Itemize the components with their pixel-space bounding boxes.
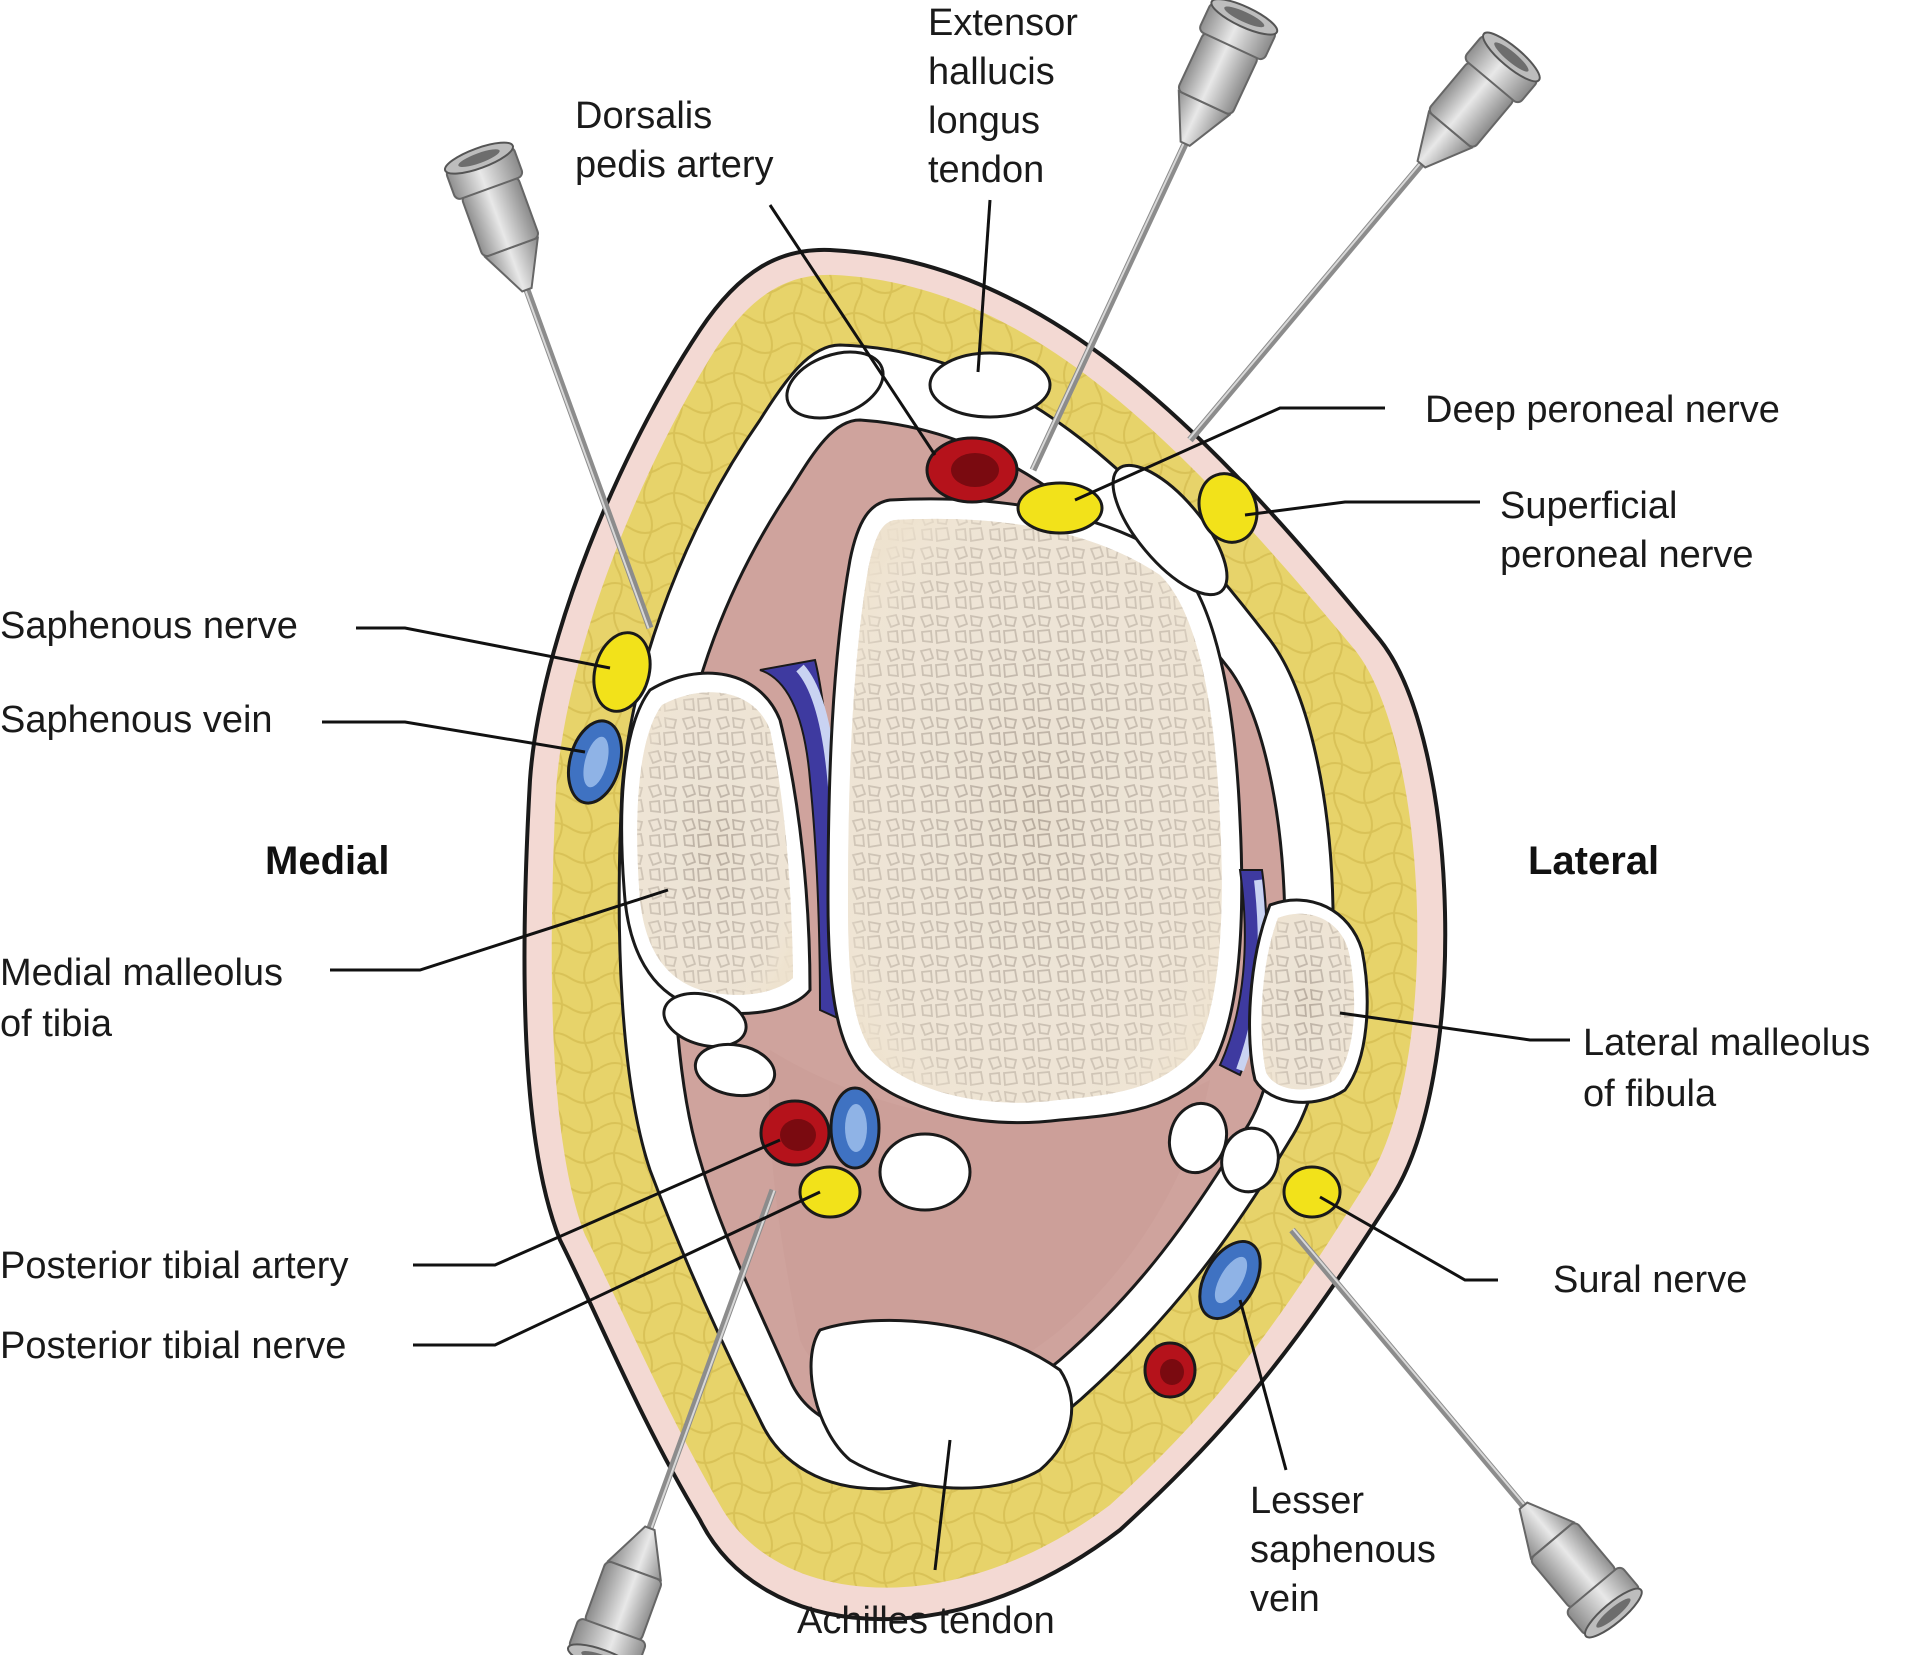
talus-bone	[826, 497, 1244, 1124]
lesser-saphenous-vein-label: Lesser saphenous vein	[1250, 1480, 1447, 1620]
posterior-tibial-artery-label: Posterior tibial artery	[0, 1245, 348, 1287]
tendons	[662, 350, 1280, 1490]
saphenous-nerve-label: Saphenous nerve	[0, 605, 298, 647]
saphenous-vein-label: Saphenous vein	[0, 699, 273, 741]
arteries	[759, 436, 1197, 1399]
sural-nerve-label: Sural nerve	[1553, 1259, 1747, 1301]
tendon-flexor-digitorum	[693, 1042, 777, 1098]
lateral-label: Lateral	[1528, 839, 1659, 883]
lateral-malleolus	[1248, 898, 1369, 1104]
tendon-extensor-digitorum	[1111, 463, 1229, 597]
medial-malleolus	[620, 671, 812, 1015]
tendon-flexor-hallucis	[878, 1132, 972, 1212]
superficial-peroneal-nerve	[1197, 472, 1259, 544]
tendon-anterior-tibialis	[785, 350, 885, 420]
extensor-hallucis-longus-tendon-label: Extensor hallucis longus tendon	[928, 2, 1089, 191]
superficial-peroneal-nerve-label: Superficial peroneal nerve	[1500, 485, 1754, 576]
labels: Medial Lateral Dorsalis pedis artery Ext…	[0, 2, 1881, 1642]
achilles-tendon	[809, 1318, 1074, 1490]
medial-malleolus-label: Medial malleolus of tibia	[0, 952, 294, 1045]
posterior-tibial-nerve-label: Posterior tibial nerve	[0, 1325, 346, 1367]
ankle-cross-section	[522, 247, 1448, 1622]
extensor-hallucis-longus-tendon	[928, 351, 1052, 419]
dorsalis-pedis-artery-label: Dorsalis pedis artery	[575, 95, 774, 186]
posterior-tibial-nerve	[798, 1165, 862, 1219]
tendon-tibialis-posterior	[662, 992, 748, 1048]
deep-peroneal-nerve-label: Deep peroneal nerve	[1425, 389, 1780, 431]
deep-peroneal-nerve	[1016, 481, 1104, 535]
nerves	[592, 472, 1342, 1219]
tendon-peroneus-brevis	[1220, 1126, 1280, 1194]
sural-nerve	[1282, 1165, 1342, 1219]
achilles-tendon-label: Achilles tendon	[797, 1600, 1055, 1642]
lateral-malleolus-label: Lateral malleolus of fibula	[1583, 1022, 1881, 1115]
veins	[567, 719, 1262, 1320]
leader-lines	[322, 199, 1570, 1571]
medial-label: Medial	[265, 839, 389, 883]
